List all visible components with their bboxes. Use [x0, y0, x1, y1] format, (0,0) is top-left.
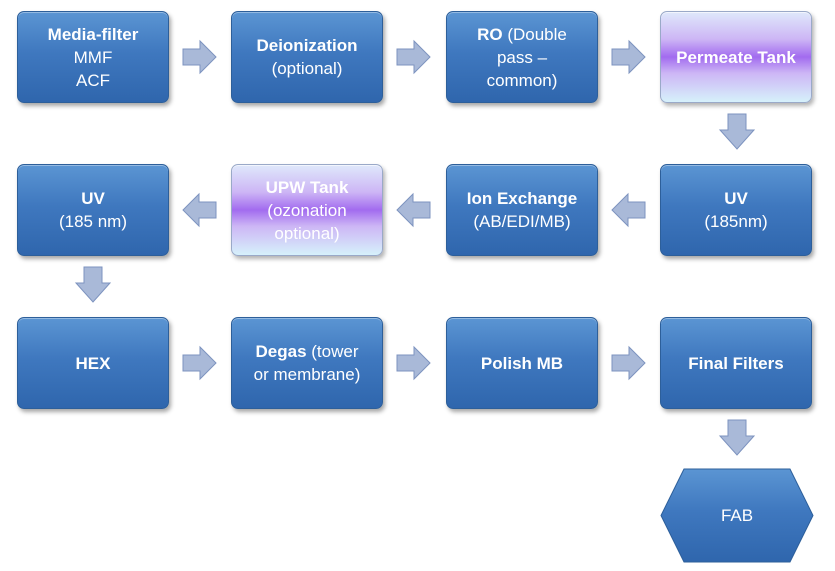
- polish-mb-box: Polish MB: [446, 317, 598, 409]
- arrow-down-icon: [718, 419, 756, 456]
- degas-line1: Degas (tower: [256, 340, 359, 363]
- degas-title: Degas: [255, 342, 307, 361]
- ion-exchange-title: Ion Exchange: [466, 189, 578, 208]
- hex-box: HEX: [17, 317, 169, 409]
- ion-exchange-box: Ion Exchange (AB/EDI/MB): [446, 164, 598, 256]
- fab-hexagon-shape: [660, 468, 814, 563]
- uv-right-title: UV: [724, 189, 748, 208]
- uv-right-box: UV (185nm): [660, 164, 812, 256]
- media-filter-box: Media-filter MMF ACF: [17, 11, 169, 103]
- polish-mb-title: Polish MB: [480, 353, 564, 373]
- arrow-right-icon: [182, 39, 217, 75]
- arrow-right-icon: [182, 345, 217, 381]
- arrow-right-icon: [396, 345, 431, 381]
- uv-left-wavelength: (185 nm): [58, 212, 128, 231]
- media-filter-mmf: MMF: [73, 47, 113, 67]
- media-filter-acf: ACF: [76, 70, 110, 90]
- arrow-right-icon: [611, 39, 646, 75]
- deionization-title: Deionization: [256, 36, 358, 55]
- upw-tank-title: UPW Tank: [265, 177, 349, 197]
- degas-box: Degas (tower or membrane): [231, 317, 383, 409]
- arrow-down-icon: [718, 113, 756, 150]
- ion-exchange-types: (AB/EDI/MB): [473, 212, 571, 231]
- arrow-left-icon: [396, 192, 431, 228]
- ro-box: RO (Double pass – common): [446, 11, 598, 103]
- uv-right-wavelength: (185nm): [704, 212, 768, 231]
- ro-line2: pass –: [496, 47, 548, 67]
- fab-label: FAB: [720, 505, 754, 525]
- degas-line2: or membrane): [253, 365, 361, 384]
- degas-rest: (tower: [306, 342, 359, 361]
- final-filters-title: Final Filters: [688, 353, 784, 373]
- uv-left-title: UV: [81, 189, 105, 208]
- deionization-note: (optional): [271, 59, 343, 78]
- upw-tank-line2: (ozonation: [267, 200, 347, 220]
- ro-rest: (Double: [502, 24, 567, 44]
- permeate-tank-box: Permeate Tank: [660, 11, 812, 103]
- arrow-down-icon: [74, 266, 112, 303]
- arrow-left-icon: [611, 192, 646, 228]
- final-filters-box: Final Filters: [660, 317, 812, 409]
- permeate-tank-title: Permeate Tank: [676, 47, 796, 67]
- hex-title: HEX: [75, 353, 111, 373]
- ro-title: RO: [477, 24, 503, 44]
- arrow-left-icon: [182, 192, 217, 228]
- uv-left-box: UV (185 nm): [17, 164, 169, 256]
- fab-node: FAB: [660, 468, 814, 563]
- ro-line3: common): [486, 70, 558, 90]
- deionization-box: Deionization (optional): [231, 11, 383, 103]
- arrow-right-icon: [611, 345, 646, 381]
- arrow-right-icon: [396, 39, 431, 75]
- upw-tank-line3: optional): [274, 223, 340, 243]
- upw-tank-box: UPW Tank (ozonation optional): [231, 164, 383, 256]
- ro-line1: RO (Double: [477, 23, 567, 46]
- media-filter-title: Media-filter: [47, 24, 139, 44]
